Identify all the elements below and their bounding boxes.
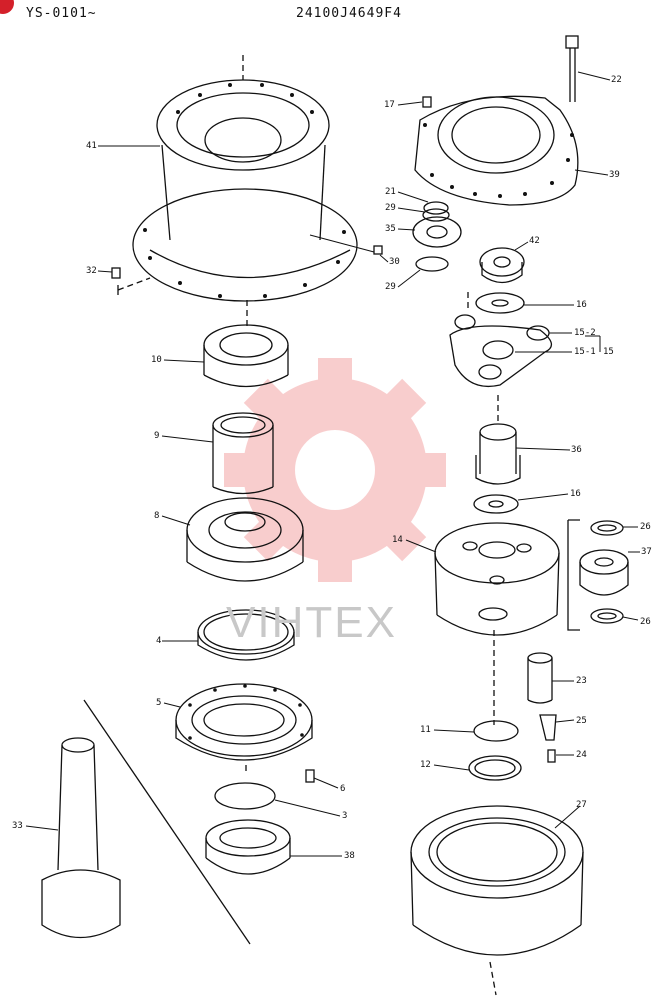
label-part-8: 8 bbox=[154, 511, 160, 521]
label-part-12: 12 bbox=[420, 760, 431, 770]
part-33-shaft bbox=[41, 737, 121, 939]
label-part-3: 3 bbox=[342, 811, 348, 821]
part-29-washer bbox=[415, 256, 449, 272]
part-9-sleeve bbox=[212, 412, 274, 495]
part-14-carrier bbox=[434, 522, 560, 636]
part-42-gear bbox=[479, 247, 525, 284]
label-part-6: 6 bbox=[340, 784, 346, 794]
part-32-plug bbox=[111, 267, 121, 279]
label-part-27: 27 bbox=[576, 800, 587, 810]
part-23-pin bbox=[527, 652, 553, 704]
label-part-15-1: 15-1 bbox=[574, 347, 596, 357]
part-25-plate bbox=[539, 714, 557, 741]
part-26-washer-lower bbox=[590, 608, 624, 624]
part-16-washer-lower bbox=[473, 494, 519, 514]
label-part-38: 38 bbox=[344, 851, 355, 861]
label-part-9: 9 bbox=[154, 431, 160, 441]
watermark-gear-icon bbox=[224, 358, 446, 582]
corner-marker bbox=[0, 0, 14, 14]
part-30-plug bbox=[373, 245, 383, 255]
label-part-5: 5 bbox=[156, 698, 162, 708]
part-39-cover bbox=[414, 95, 579, 206]
label-part-33: 33 bbox=[12, 821, 23, 831]
label-part-15: 15 bbox=[603, 347, 614, 357]
label-part-17: 17 bbox=[384, 100, 395, 110]
label-part-36: 36 bbox=[571, 445, 582, 455]
label-part-15-2: 15-2 bbox=[574, 328, 596, 338]
part-10-bearing bbox=[203, 324, 289, 388]
part-4-ring bbox=[197, 609, 295, 661]
label-part-32: 32 bbox=[86, 266, 97, 276]
label-part-14: 14 bbox=[392, 535, 403, 545]
label-part-16b: 16 bbox=[570, 489, 581, 499]
part-41-housing bbox=[117, 55, 358, 302]
part-8-bearing bbox=[186, 497, 304, 582]
label-part-24: 24 bbox=[576, 750, 587, 760]
label-part-11: 11 bbox=[420, 725, 431, 735]
label-part-29: 29 bbox=[385, 203, 396, 213]
part-38-seal bbox=[205, 819, 291, 875]
label-part-29b: 29 bbox=[385, 282, 396, 292]
part-24-bolt bbox=[547, 749, 556, 763]
leader-lines bbox=[25, 71, 640, 857]
label-part-10: 10 bbox=[151, 355, 162, 365]
part-36-gear bbox=[475, 423, 521, 485]
model-range-label: YS-0101~ bbox=[26, 6, 97, 21]
label-part-22: 22 bbox=[611, 75, 622, 85]
part-15-carrier bbox=[449, 314, 552, 388]
label-part-37: 37 bbox=[641, 547, 652, 557]
label-part-16: 16 bbox=[576, 300, 587, 310]
label-part-39: 39 bbox=[609, 170, 620, 180]
part-11-snap-ring bbox=[473, 720, 519, 742]
part-16-washer bbox=[475, 292, 525, 314]
label-part-26b: 26 bbox=[640, 617, 651, 627]
label-part-30: 30 bbox=[389, 257, 400, 267]
part-3-o-ring bbox=[214, 782, 276, 810]
part-37-gear bbox=[579, 549, 629, 596]
label-part-41: 41 bbox=[86, 141, 97, 151]
watermark-text: VIHTEX bbox=[226, 598, 397, 647]
label-part-4: 4 bbox=[156, 636, 162, 646]
label-part-25: 25 bbox=[576, 716, 587, 726]
part-6-bolt bbox=[305, 769, 315, 783]
label-part-35: 35 bbox=[385, 224, 396, 234]
part-17-plug bbox=[422, 96, 432, 108]
part-26-washer-upper bbox=[590, 520, 624, 536]
part-27-ring-gear bbox=[410, 805, 584, 956]
part-35-gear bbox=[412, 201, 462, 248]
label-part-23: 23 bbox=[576, 676, 587, 686]
label-part-42: 42 bbox=[529, 236, 540, 246]
part-22-bolt bbox=[565, 35, 579, 102]
part-5-flange bbox=[175, 683, 313, 761]
label-part-26: 26 bbox=[640, 522, 651, 532]
part-number-label: 24100J4649F4 bbox=[296, 6, 402, 21]
label-part-21: 21 bbox=[385, 187, 396, 197]
part-12-ring bbox=[468, 755, 522, 781]
